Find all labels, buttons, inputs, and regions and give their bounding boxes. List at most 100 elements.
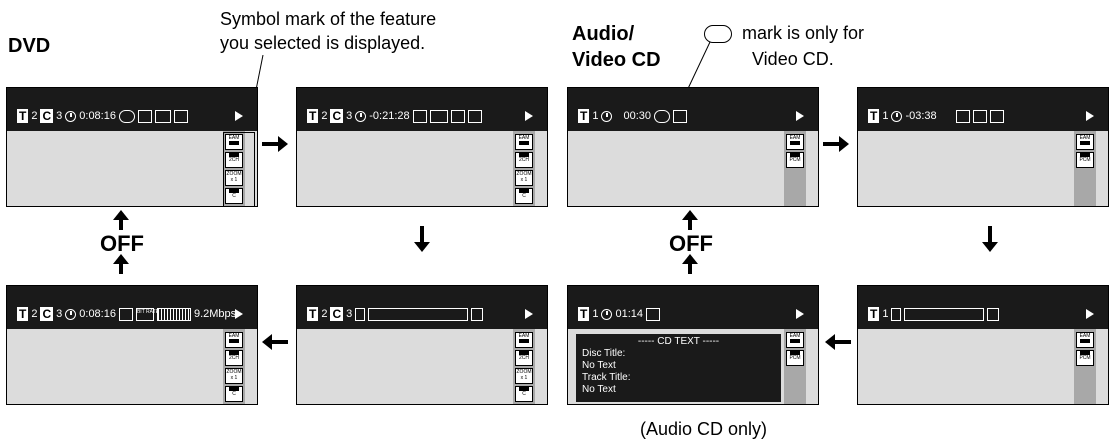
osd-bar: T 2 C 3 0:08:16 (7, 88, 257, 131)
eam-icon: EAM (515, 134, 533, 150)
play-icon (796, 111, 804, 121)
pcm-icon: PCM (786, 152, 804, 168)
video-cd-disc-icon (704, 25, 732, 43)
osd-bar: T 1 01:14 (568, 286, 818, 329)
play-icon (235, 111, 243, 121)
arrow-left (262, 334, 288, 350)
bookmark-icon (891, 307, 902, 321)
audio-icon (972, 109, 987, 123)
eam-icon: EAM (1076, 134, 1094, 150)
chapter-number: 3 (346, 308, 353, 320)
vcd-heading-line2: Video CD (572, 49, 661, 71)
dvd-note-line2: you selected is displayed. (220, 33, 426, 53)
osd-bar: T 1 (858, 286, 1108, 329)
track-number: 1 (882, 110, 889, 122)
angle-icon (154, 109, 171, 123)
osd-bar: T 1 -03:38 (858, 88, 1108, 131)
time-display: 00:30 (623, 110, 651, 122)
chapter-icon: C (40, 307, 54, 321)
vcd-screen-3: T 1 EAM PCM (857, 285, 1109, 405)
arrow-up (682, 210, 698, 230)
eam-icon (955, 109, 970, 123)
osd-bar: T 2 C 3 -0:21:28 (297, 88, 547, 131)
arrow-down (414, 226, 430, 252)
repeat-icon: C (515, 188, 533, 204)
arrow-right (262, 136, 288, 152)
audio-cd-only-note: (Audio CD only) (640, 419, 768, 439)
eam-icon: EAM (225, 332, 243, 348)
pcm-icon: PCM (1076, 152, 1094, 168)
title-number: 2 (321, 110, 328, 122)
side-status-column: EAM PCM (1074, 329, 1096, 404)
chapter-number: 3 (346, 110, 353, 122)
play-icon (525, 309, 533, 319)
clock-icon (65, 308, 77, 320)
osd-bar: T 2 C 3 0:08:16 BIT RATE 9.2Mbps (7, 286, 257, 329)
osd-bar: T 1 00:30 (568, 88, 818, 131)
clock-icon (891, 110, 903, 122)
marker-icon (467, 109, 482, 123)
eam-icon: EAM (786, 134, 804, 150)
clock-icon (65, 110, 77, 122)
play-icon (1086, 309, 1094, 319)
2ch-icon: 2CH (515, 350, 533, 366)
bit-rate-meter (156, 307, 191, 321)
track-icon: T (578, 307, 590, 321)
side-status-column: EAM PCM (784, 329, 806, 404)
clock-icon (601, 110, 613, 122)
marker-icon (646, 307, 660, 321)
2ch-icon: 2CH (225, 350, 243, 366)
title-number: 2 (31, 110, 38, 122)
arrow-up (113, 210, 129, 230)
subtitle-icon (137, 109, 152, 123)
pcm-icon: PCM (786, 350, 804, 366)
play-icon (1086, 111, 1094, 121)
dvd-screen-4: T 2 C 3 0:08:16 BIT RATE 9.2Mbps EAM 2CH… (6, 285, 258, 405)
vcd-note-line1: mark is only for (742, 23, 865, 43)
disc-title-label: Disc Title: (582, 348, 626, 359)
track-title-label: Track Title: (582, 372, 631, 383)
play-icon (235, 309, 243, 319)
transport-controls-icon (904, 307, 985, 321)
track-icon: T (578, 109, 590, 123)
eam-icon: EAM (786, 332, 804, 348)
track-icon: T (868, 307, 880, 321)
time-display: 01:14 (615, 308, 643, 320)
osd-bar: T 2 C 3 (297, 286, 547, 329)
track-number: 1 (882, 308, 889, 320)
marker-icon (173, 109, 188, 123)
arrow-up (113, 254, 129, 274)
time-display: -0:21:28 (369, 110, 410, 122)
2ch-icon: 2CH (515, 152, 533, 168)
eam-icon: EAM (515, 332, 533, 348)
chapter-number: 3 (56, 308, 63, 320)
cd-text-header: ----- CD TEXT ----- (637, 336, 720, 347)
eam-icon: EAM (1076, 332, 1094, 348)
bit-rate-value: 9.2Mbps (193, 308, 237, 320)
title-icon: T (307, 109, 319, 123)
marker-icon (471, 307, 484, 321)
marker-icon (118, 307, 133, 321)
marker-icon (673, 109, 687, 123)
arrow-down (982, 226, 998, 252)
side-status-column: EAM PCM (784, 131, 806, 206)
selected-feature-highlight (223, 132, 255, 206)
marker-icon (989, 109, 1004, 123)
repeat-icon: C (225, 386, 243, 402)
dvd-note-line1: Symbol mark of the feature (220, 9, 437, 29)
2ch-icon: 2CH (225, 152, 243, 168)
title-number: 2 (321, 308, 328, 320)
vcd-heading-line1: Audio/ (572, 23, 635, 45)
track-number: 1 (592, 110, 599, 122)
clock-icon (601, 308, 613, 320)
chapter-icon: C (40, 109, 54, 123)
chapter-icon: C (330, 307, 344, 321)
